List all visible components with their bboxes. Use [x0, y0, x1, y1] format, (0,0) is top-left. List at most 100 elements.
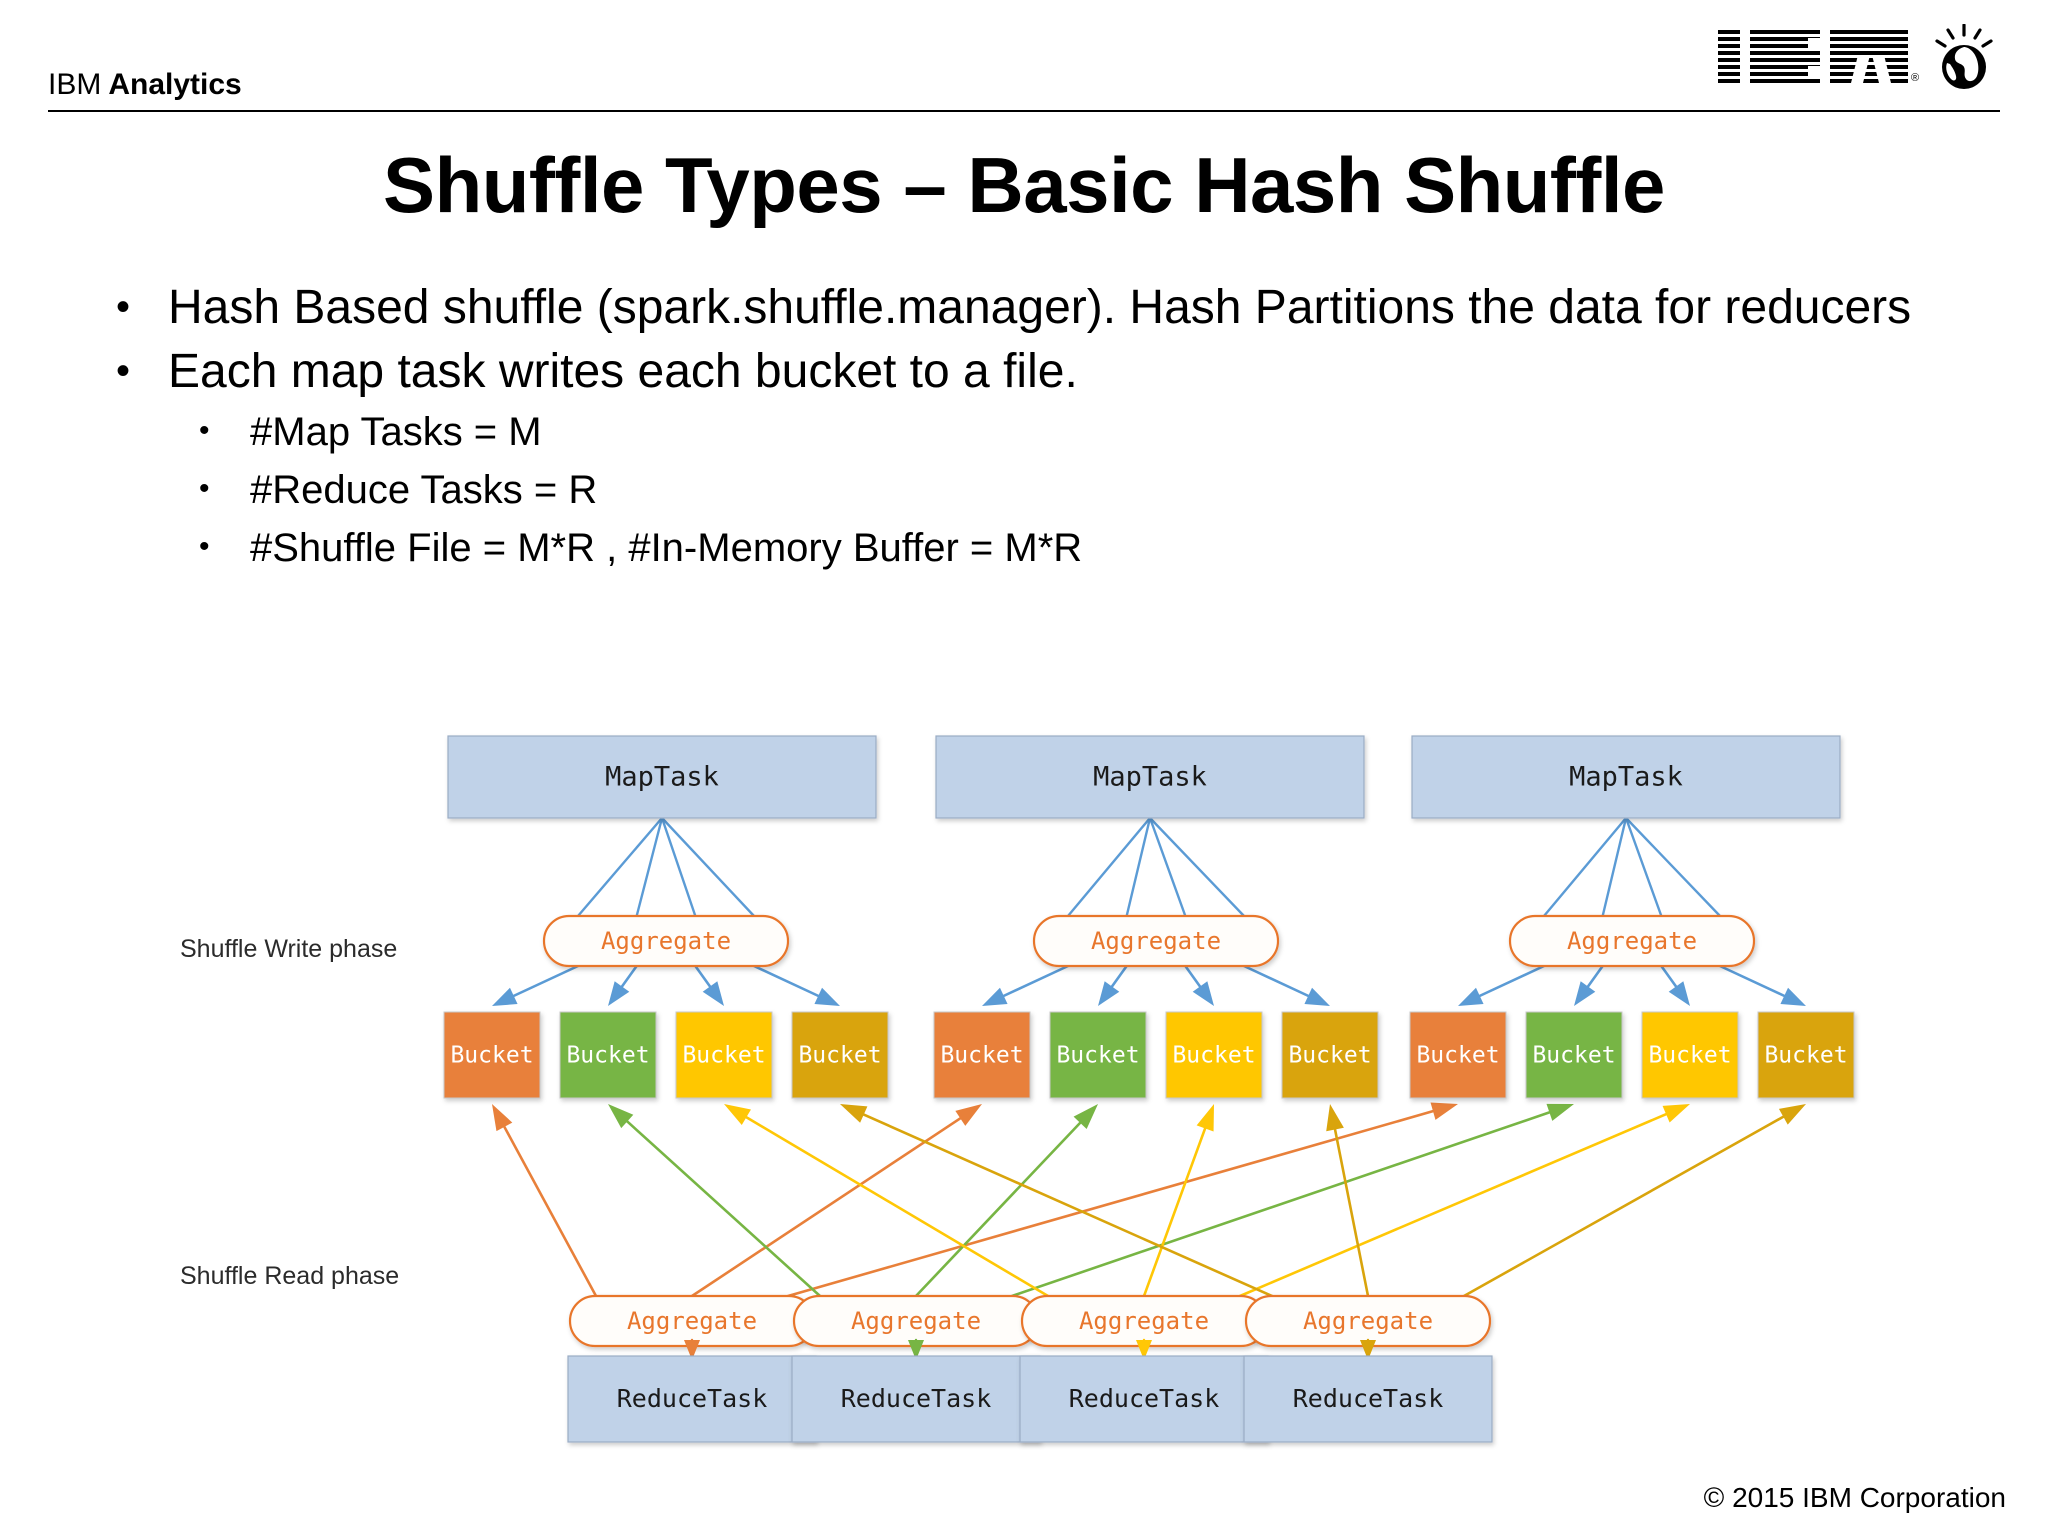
aggregate-to-bucket-arrow-shaft: [1002, 964, 1070, 998]
aggregate-to-bucket-arrow: [752, 964, 840, 1006]
map-task-label: MapTask: [1569, 762, 1683, 793]
bucket-to-reduce-aggregate-arrow-head: [1546, 1103, 1574, 1121]
bucket-label: Bucket: [682, 1043, 765, 1069]
aggregate-to-bucket-arrow-head: [1780, 987, 1806, 1006]
map-task-box[interactable]: [935, 735, 1365, 819]
bucket-label: Bucket: [1648, 1043, 1731, 1069]
aggregate-to-bucket-arrow-shaft: [1660, 964, 1678, 988]
map-aggregate-pill[interactable]: [1032, 914, 1280, 968]
map-aggregate-label: Aggregate: [1091, 927, 1221, 955]
bucket-to-reduce-aggregate-arrow-shaft: [1010, 1111, 1551, 1298]
bucket-box[interactable]: [1525, 1011, 1623, 1099]
bucket-box[interactable]: [443, 1011, 541, 1099]
ibm-logo-icon: ®: [1718, 30, 1919, 86]
aggregate-to-bucket-arrow: [1242, 964, 1330, 1006]
aggregate-to-bucket-arrow: [608, 964, 638, 1006]
bucket-box[interactable]: [791, 1011, 889, 1099]
shuffle-read-arrows: [492, 1102, 1806, 1298]
aggregate-to-bucket-arrow-head: [982, 987, 1008, 1006]
bucket-to-reduce-aggregate-arrow-head: [1196, 1104, 1214, 1132]
aggregate-to-reduce-task-arrow: [908, 1338, 924, 1360]
bucket-to-reduce-aggregate-arrow: [1462, 1104, 1806, 1298]
bucket-to-reduce-aggregate-arrow-head: [955, 1104, 982, 1126]
aggregate-to-bucket-arrow-shaft: [620, 964, 638, 988]
aggregate-to-bucket-arrow-shaft: [1242, 964, 1310, 998]
bucket-label: Bucket: [940, 1043, 1023, 1069]
bucket-label: Bucket: [1764, 1043, 1847, 1069]
ibm-logo-b-notch-bottom: [1808, 66, 1821, 78]
aggregate-to-reduce-task-arrow: [1136, 1338, 1152, 1360]
reduce-task-box[interactable]: [1243, 1355, 1493, 1443]
bucket-box[interactable]: [1641, 1011, 1739, 1099]
bullet-marker-icon: •: [116, 285, 131, 329]
bucket-to-reduce-aggregate-arrow-head: [1430, 1102, 1458, 1120]
bucket-to-reduce-aggregate-arrow-head: [1662, 1104, 1690, 1123]
bucket-box[interactable]: [1165, 1011, 1263, 1099]
bucket-to-reduce-aggregate-arrow-shaft: [503, 1125, 598, 1298]
bucket-to-reduce-aggregate-arrow-shaft: [625, 1120, 822, 1298]
aggregate-to-bucket-arrow-shaft: [1586, 964, 1604, 988]
aggregate-to-bucket-arrow-head: [1458, 987, 1484, 1006]
bucket-label: Bucket: [1056, 1043, 1139, 1069]
maptask-to-aggregate-line: [660, 816, 756, 918]
aggregate-to-reduce-task-arrow-head: [1136, 1340, 1152, 1360]
aggregate-to-bucket-arrow: [1660, 964, 1690, 1006]
bucket-to-reduce-aggregate-arrow-head: [840, 1104, 868, 1123]
bullet-list: • Hash Based shuffle (spark.shuffle.mana…: [110, 282, 1990, 584]
ibm-logo-letter-i: [1718, 30, 1740, 86]
map-task-label: MapTask: [1093, 762, 1207, 793]
reduce-task-box[interactable]: [791, 1355, 1041, 1443]
footer-copyright: © 2015 IBM Corporation: [1703, 1482, 2006, 1513]
header-divider: [48, 110, 2000, 112]
maptask-to-aggregate-line: [1624, 816, 1663, 918]
bucket-to-reduce-aggregate-arrow-shaft: [786, 1109, 1435, 1298]
bucket-label: Bucket: [1416, 1043, 1499, 1069]
aggregate-to-bucket-arrow-head: [1574, 981, 1596, 1006]
bucket-box[interactable]: [933, 1011, 1031, 1099]
bucket-to-reduce-aggregate-arrow: [608, 1104, 822, 1298]
reduce-task-box[interactable]: [567, 1355, 817, 1443]
map-task-label: MapTask: [605, 762, 719, 793]
map-task-box[interactable]: [447, 735, 877, 819]
bullet-text: Each map task writes each bucket to a fi…: [168, 344, 1078, 398]
ibm-globe-icon: [1935, 24, 1993, 89]
bucket-label: Bucket: [1532, 1043, 1615, 1069]
maptask-to-aggregate-line: [635, 816, 664, 918]
bucket-to-reduce-aggregate-arrow-shaft: [690, 1117, 962, 1298]
bucket-to-reduce-aggregate-arrow-shaft: [1462, 1115, 1785, 1298]
bucket-label: Bucket: [798, 1043, 881, 1069]
reduce-task-label: ReduceTask: [1069, 1384, 1220, 1413]
reduce-aggregate-label: Aggregate: [1303, 1307, 1433, 1335]
aggregate-to-bucket-arrow-shaft: [1718, 964, 1786, 998]
map-aggregate-pill[interactable]: [1508, 914, 1756, 968]
bucket-to-reduce-aggregate-arrow: [840, 1104, 1274, 1298]
bucket-box[interactable]: [559, 1011, 657, 1099]
aggregate-to-reduce-task-arrow-head: [908, 1340, 924, 1360]
map-task-box[interactable]: [1411, 735, 1841, 819]
bucket-box[interactable]: [1281, 1011, 1379, 1099]
bucket-box[interactable]: [675, 1011, 773, 1099]
aggregate-to-reduce-task-arrow-head: [684, 1340, 700, 1360]
bucket-box[interactable]: [1049, 1011, 1147, 1099]
bullet-marker-icon: •: [199, 471, 210, 505]
map-aggregate-pill[interactable]: [542, 914, 790, 968]
bucket-to-reduce-aggregate-arrow: [786, 1102, 1458, 1298]
aggregate-to-bucket-arrow: [694, 964, 724, 1006]
reduce-task-box[interactable]: [1019, 1355, 1269, 1443]
bucket-to-reduce-aggregate-arrow: [914, 1104, 1098, 1298]
bullet-text: Hash Based shuffle (spark.shuffle.manage…: [168, 281, 1912, 334]
ibm-logo-b-notch-top: [1808, 38, 1821, 50]
aggregate-to-bucket-arrow-head: [492, 987, 518, 1006]
reduce-aggregate-label: Aggregate: [1079, 1307, 1209, 1335]
aggregate-to-bucket-arrow-shaft: [512, 964, 580, 998]
aggregate-to-bucket-arrow-head: [1668, 981, 1690, 1006]
bucket-box[interactable]: [1409, 1011, 1507, 1099]
bullet-text: #Reduce Tasks = R: [250, 467, 598, 512]
bucket-to-reduce-aggregate-arrow: [1326, 1104, 1370, 1298]
shuffle-write-phase-label: Shuffle Write phase: [180, 935, 398, 963]
bucket-box[interactable]: [1757, 1011, 1855, 1099]
bucket-to-reduce-aggregate-arrow-shaft: [745, 1115, 1050, 1298]
bucket-to-reduce-aggregate-arrow-shaft: [862, 1113, 1274, 1298]
